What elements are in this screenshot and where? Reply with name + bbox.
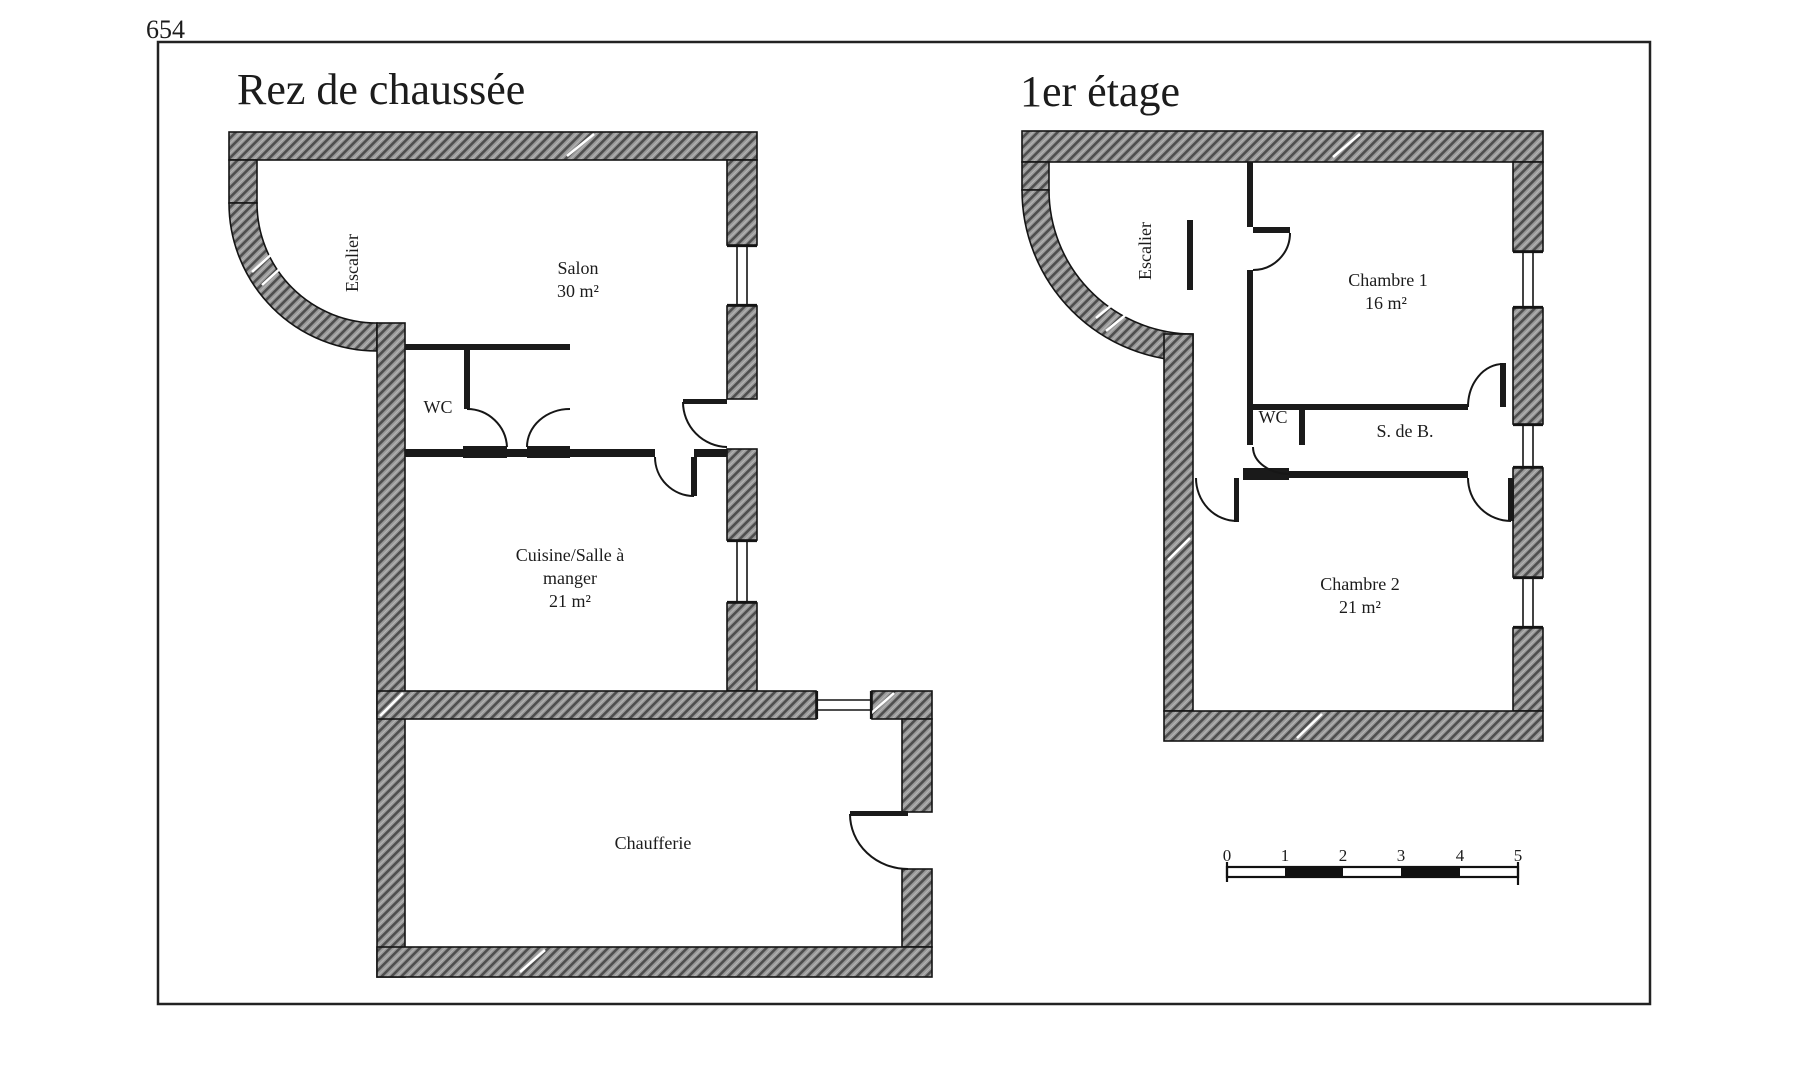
scale-bar: 0 1 2 3 4 5 bbox=[1223, 846, 1523, 885]
chambre1-bottom-wall bbox=[1253, 404, 1468, 410]
sdb-label: S. de B. bbox=[1376, 421, 1433, 441]
door-arc bbox=[849, 813, 909, 870]
sdb-chambre2-wall bbox=[1243, 471, 1468, 478]
ground-floor-walls bbox=[228, 131, 933, 978]
wall bbox=[1512, 161, 1544, 252]
escalier-chambre1-wall bbox=[1247, 270, 1253, 445]
scale-label-4: 4 bbox=[1456, 846, 1465, 865]
first-floor-title: 1er étage bbox=[1020, 67, 1180, 116]
wall-slashes bbox=[251, 133, 895, 973]
chambre2-area: 21 m² bbox=[1339, 597, 1381, 617]
door-leaf bbox=[1500, 363, 1506, 407]
drawing-number: 654 bbox=[146, 15, 185, 44]
salon-label: Salon bbox=[557, 258, 598, 278]
door-threshold bbox=[463, 446, 507, 458]
first-floor-doors bbox=[1195, 232, 1512, 522]
first-floor-labels: Escalier Chambre 1 16 m² WC S. de B. Cha… bbox=[1135, 222, 1434, 617]
wall bbox=[726, 159, 758, 246]
first-floor-partitions bbox=[1187, 162, 1514, 522]
first-floor-plan: 1er étage bbox=[1020, 67, 1544, 742]
wall bbox=[228, 159, 258, 204]
wc-divider-wall bbox=[464, 344, 470, 409]
wall bbox=[376, 322, 406, 978]
ground-floor-partitions bbox=[405, 344, 908, 816]
wall bbox=[1512, 307, 1544, 425]
ground-floor-doors bbox=[466, 401, 909, 870]
door-arc bbox=[1467, 363, 1504, 408]
chambre1-area: 16 m² bbox=[1365, 293, 1407, 313]
wall bbox=[1021, 161, 1050, 191]
chambre2-label: Chambre 2 bbox=[1320, 574, 1399, 594]
wc-top-wall bbox=[405, 344, 570, 350]
escalier-chambre1-wall bbox=[1247, 162, 1253, 227]
door-arc bbox=[526, 408, 571, 448]
scale-label-1: 1 bbox=[1281, 846, 1290, 865]
window bbox=[815, 691, 873, 719]
ground-floor-title: Rez de chaussée bbox=[237, 65, 525, 114]
wall bbox=[1512, 627, 1544, 712]
cuisine-label-2: manger bbox=[543, 568, 597, 588]
wall bbox=[901, 718, 933, 813]
salon-cuisine-wall-stub bbox=[694, 449, 727, 457]
stair-rail bbox=[1187, 220, 1193, 290]
cuisine-area: 21 m² bbox=[549, 591, 591, 611]
scale-bar-segment bbox=[1401, 867, 1460, 877]
ground-floor-windows bbox=[727, 244, 873, 719]
door-arc bbox=[1252, 446, 1291, 475]
door-leaf bbox=[1253, 227, 1290, 233]
wall-slashes bbox=[1095, 133, 1361, 739]
chaufferie-label: Chaufferie bbox=[615, 833, 692, 853]
wall bbox=[1512, 467, 1544, 578]
ground-floor-labels: Escalier Salon 30 m² WC Cuisine/Salle à … bbox=[342, 234, 691, 853]
salon-area: 30 m² bbox=[557, 281, 599, 301]
window bbox=[727, 539, 757, 604]
ground-floor-plan: Rez de chaussée bbox=[228, 65, 933, 978]
scale-label-0: 0 bbox=[1223, 846, 1232, 865]
wall bbox=[1163, 333, 1194, 712]
escalier-label: Escalier bbox=[1135, 222, 1155, 280]
scale-label-3: 3 bbox=[1397, 846, 1406, 865]
door-leaf bbox=[683, 399, 727, 404]
wall bbox=[901, 868, 933, 948]
window bbox=[1513, 576, 1543, 629]
scale-bar-track bbox=[1225, 865, 1520, 879]
wc-label: WC bbox=[1259, 407, 1288, 427]
window bbox=[1513, 423, 1543, 469]
window bbox=[1513, 250, 1543, 309]
scale-label-5: 5 bbox=[1514, 846, 1523, 865]
wc-right-wall bbox=[1299, 410, 1305, 445]
wall bbox=[1163, 710, 1544, 742]
scale-bar-segment bbox=[1285, 867, 1343, 877]
wall bbox=[376, 690, 817, 720]
door-arc bbox=[1252, 232, 1291, 271]
door-arc bbox=[1195, 477, 1238, 522]
door-arc bbox=[654, 456, 695, 497]
wall bbox=[726, 448, 758, 541]
wall bbox=[726, 305, 758, 400]
wall bbox=[376, 946, 933, 978]
window bbox=[727, 244, 757, 307]
door-arc bbox=[466, 407, 508, 448]
door-arc bbox=[1467, 477, 1512, 522]
chambre1-label: Chambre 1 bbox=[1348, 270, 1427, 290]
scale-label-2: 2 bbox=[1339, 846, 1348, 865]
wall bbox=[726, 602, 758, 692]
cuisine-label-1: Cuisine/Salle à bbox=[516, 545, 624, 565]
wc-label: WC bbox=[424, 397, 453, 417]
first-floor-walls bbox=[1021, 130, 1544, 742]
sheet-border bbox=[156, 40, 1652, 1006]
wall bbox=[1021, 130, 1544, 163]
entrance-door-arc bbox=[682, 401, 728, 448]
door-leaf bbox=[1234, 478, 1239, 522]
door-threshold bbox=[527, 446, 570, 458]
door-leaf bbox=[691, 457, 697, 496]
wall bbox=[228, 131, 758, 161]
first-floor-windows bbox=[1513, 250, 1543, 629]
door-leaf bbox=[1508, 478, 1514, 521]
door-leaf bbox=[850, 811, 908, 816]
escalier-label: Escalier bbox=[342, 234, 362, 292]
